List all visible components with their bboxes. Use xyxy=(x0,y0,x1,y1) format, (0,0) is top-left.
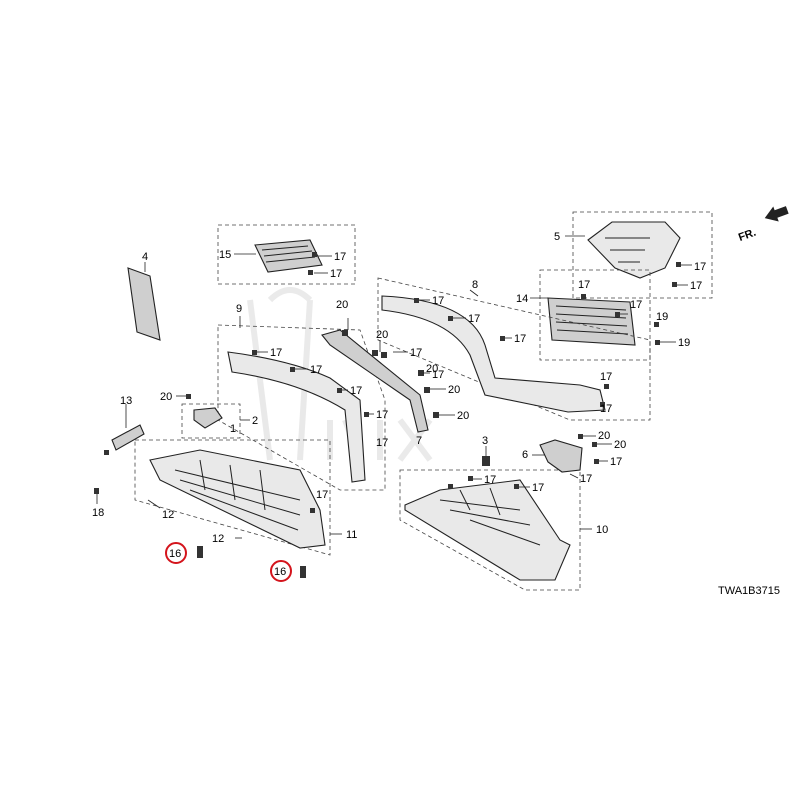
callout-14: 14 xyxy=(516,293,528,305)
part-16-screw-b xyxy=(300,566,306,578)
callout-17: 17 xyxy=(600,403,612,415)
callout-8: 8 xyxy=(472,279,478,291)
callout-17: 17 xyxy=(578,279,590,291)
front-direction-arrow-icon xyxy=(764,206,789,222)
callout-20: 20 xyxy=(336,299,348,311)
part-10-lower-cover xyxy=(399,446,592,591)
callout-20: 20 xyxy=(160,391,172,403)
callout-17: 17 xyxy=(600,371,612,383)
callout-17: 17 xyxy=(514,333,526,345)
callout-17: 17 xyxy=(690,280,702,292)
callout-20: 20 xyxy=(614,439,626,451)
callout-16-highlighted: 16 xyxy=(169,548,181,560)
callout-12: 12 xyxy=(162,509,174,521)
callout-10: 10 xyxy=(596,524,608,536)
part-8-dash-trim xyxy=(377,277,651,421)
callout-5: 5 xyxy=(554,231,560,243)
callout-12: 12 xyxy=(212,533,224,545)
callout-20: 20 xyxy=(426,363,438,375)
callout-11: 11 xyxy=(346,529,357,541)
front-direction-label: FR. xyxy=(737,227,758,244)
part-14-center-vent xyxy=(530,269,676,361)
callout-4: 4 xyxy=(142,251,148,263)
part-7-bracket xyxy=(321,318,455,433)
callout-20: 20 xyxy=(448,384,460,396)
callout-17: 17 xyxy=(468,313,480,325)
callout-1: 1 xyxy=(230,423,236,435)
callout-2: 2 xyxy=(252,415,258,427)
part-13-damper xyxy=(104,404,145,455)
callout-19: 19 xyxy=(656,311,668,323)
part-15-vent xyxy=(217,224,356,285)
highlight-16a xyxy=(165,542,187,564)
callout-16-highlighted: 16 xyxy=(274,566,286,578)
callout-17: 17 xyxy=(330,268,342,280)
callout-17: 17 xyxy=(484,474,496,486)
callout-17: 17 xyxy=(270,347,282,359)
diagram-code: TWA1B3715 xyxy=(718,585,780,597)
callout-18: 18 xyxy=(92,507,104,519)
part-11-glove-box xyxy=(94,439,342,556)
callout-17: 17 xyxy=(350,385,362,397)
callout-17: 17 xyxy=(376,409,388,421)
callout-15: 15 xyxy=(219,249,231,261)
part-16-screw-a xyxy=(197,546,203,558)
callout-17: 17 xyxy=(580,473,592,485)
part-5-upper-housing xyxy=(565,211,713,299)
part-6-bracket xyxy=(532,434,612,479)
callout-17: 17 xyxy=(432,295,444,307)
callout-labels: 4 15 17 17 5 17 17 14 17 17 19 19 8 17 1… xyxy=(92,231,706,578)
callout-17: 17 xyxy=(532,482,544,494)
callout-20: 20 xyxy=(598,430,610,442)
part-2-latch xyxy=(176,394,250,439)
part-4-panel xyxy=(127,262,161,341)
callout-17: 17 xyxy=(316,489,328,501)
callout-13: 13 xyxy=(120,395,132,407)
callout-17: 17 xyxy=(694,261,706,273)
highlight-16b xyxy=(270,560,292,582)
callout-17: 17 xyxy=(376,437,388,449)
callout-20: 20 xyxy=(457,410,469,422)
callout-17: 17 xyxy=(630,299,642,311)
callout-7: 7 xyxy=(416,435,422,447)
callout-17: 17 xyxy=(334,251,346,263)
callout-17: 17 xyxy=(310,364,322,376)
callout-17: 17 xyxy=(410,347,422,359)
callout-9: 9 xyxy=(236,303,242,315)
callout-3: 3 xyxy=(482,435,488,447)
callout-6: 6 xyxy=(522,449,528,461)
callout-17: 17 xyxy=(432,369,444,381)
callout-20: 20 xyxy=(376,329,388,341)
callout-19: 19 xyxy=(678,337,690,349)
callout-17: 17 xyxy=(610,456,622,468)
